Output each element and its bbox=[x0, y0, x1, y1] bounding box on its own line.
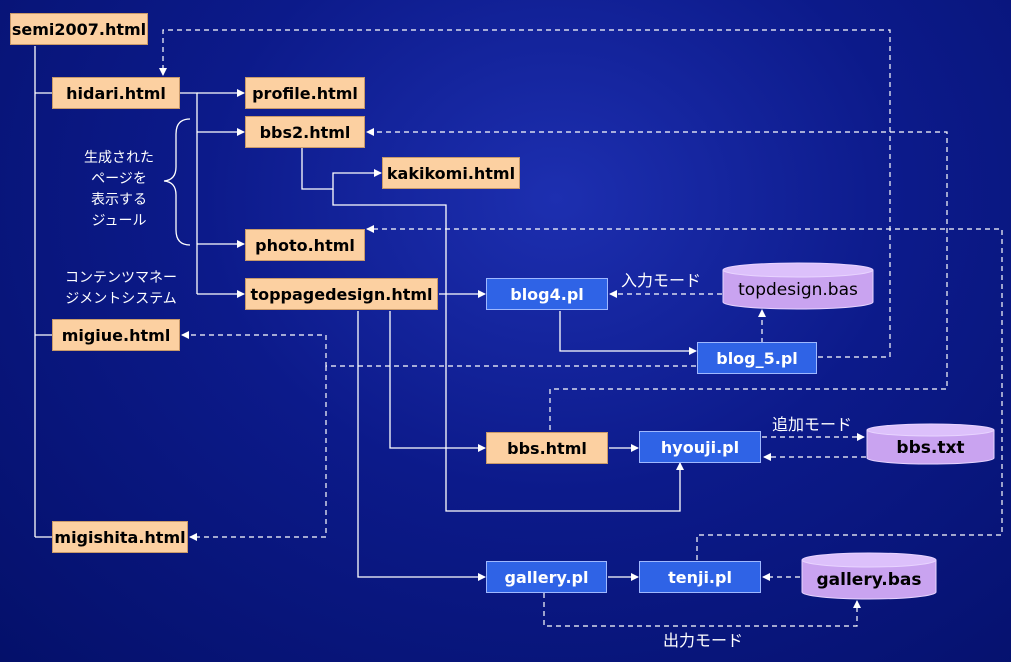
tenji-to-photo bbox=[366, 225, 1003, 560]
generated-pages-brace bbox=[163, 118, 191, 246]
node-toppagedesign: toppagedesign.html bbox=[245, 278, 438, 310]
bbs2-to-kakikomi bbox=[301, 148, 382, 190]
blog5-to-hidari bbox=[159, 29, 891, 358]
node-tenji: tenji.pl bbox=[639, 561, 761, 593]
hyouji-to-bbs2 bbox=[366, 128, 948, 430]
gallery-to-gallerybas bbox=[543, 593, 861, 627]
node-blog5: blog_5.pl bbox=[697, 342, 817, 374]
node-gallery: gallery.pl bbox=[486, 561, 607, 593]
cylinder-shape bbox=[801, 552, 937, 600]
generated-pages-line-3: 表示する bbox=[91, 192, 147, 208]
add-mode-label: 追加モード bbox=[772, 415, 853, 434]
generated-pages-line-4: ジュール bbox=[91, 213, 147, 229]
output-mode-label: 出力モード bbox=[663, 631, 744, 650]
node-kakikomi: kakikomi.html bbox=[382, 157, 520, 189]
node-hidari: hidari.html bbox=[52, 77, 180, 109]
generated-pages-note: 生成された ページを 表示する ジュール bbox=[72, 148, 166, 232]
top-to-bbs bbox=[389, 311, 486, 452]
db-bbs-txt-label: bbs.txt bbox=[896, 438, 965, 458]
cms-line-1: コンテンツマネー bbox=[65, 270, 177, 286]
input-mode-label: 入力モード bbox=[621, 271, 702, 290]
blog5-to-migiue-migishita bbox=[181, 331, 696, 367]
cylinder-shape bbox=[866, 423, 995, 465]
node-migishita: migishita.html bbox=[52, 521, 188, 553]
migishita-feed bbox=[189, 366, 327, 541]
node-profile: profile.html bbox=[245, 77, 365, 109]
generated-pages-line-2: ページを bbox=[91, 171, 147, 187]
db-bbs-txt: bbs.txt bbox=[866, 423, 995, 465]
hidari-branch bbox=[180, 92, 198, 294]
generated-pages-line-1: 生成された bbox=[84, 150, 154, 166]
blog4-to-blog5 bbox=[559, 311, 697, 355]
node-blog4: blog4.pl bbox=[486, 278, 608, 310]
node-photo: photo.html bbox=[245, 229, 365, 261]
bbs2-to-hyouji bbox=[332, 189, 684, 512]
cms-line-2: ジメントシステム bbox=[65, 291, 177, 307]
db-gallery-bas-label: gallery.bas bbox=[816, 570, 922, 590]
db-topdesign: topdesign.bas bbox=[722, 262, 874, 310]
node-semi2007: semi2007.html bbox=[10, 13, 148, 45]
node-migiue: migiue.html bbox=[52, 319, 180, 351]
db-gallery-bas: gallery.bas bbox=[801, 552, 937, 600]
top-to-gallery bbox=[357, 311, 486, 581]
node-hyouji: hyouji.pl bbox=[639, 431, 761, 463]
db-topdesign-label: topdesign.bas bbox=[738, 280, 858, 300]
node-bbs2: bbs2.html bbox=[245, 116, 365, 148]
node-bbs: bbs.html bbox=[486, 432, 608, 464]
cylinder-shape bbox=[722, 262, 874, 310]
cms-note: コンテンツマネー ジメントシステム bbox=[56, 268, 186, 310]
